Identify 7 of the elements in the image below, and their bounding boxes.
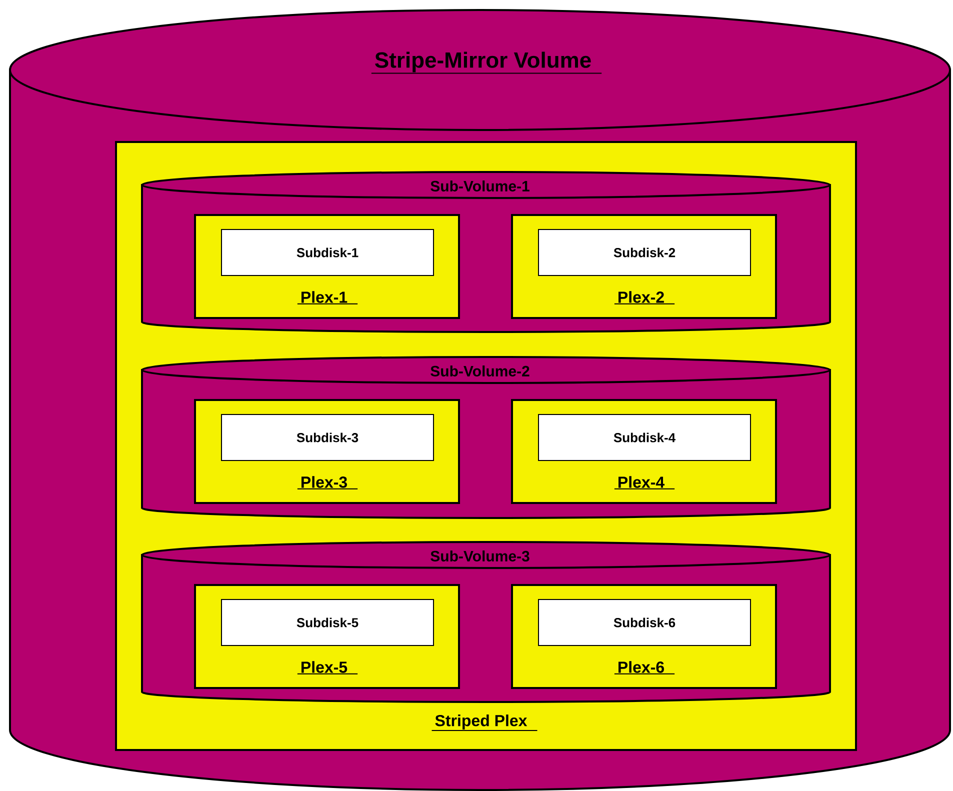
subdisk-box: Subdisk-1 <box>221 228 434 276</box>
subdisk-box: Subdisk-4 <box>538 414 751 461</box>
subdisk-box: Subdisk-5 <box>221 598 434 646</box>
node-label: Stripe-Mirror Volume <box>375 52 591 72</box>
subdisk-box: Subdisk-3 <box>221 414 434 461</box>
subdisk-box: Subdisk-2 <box>538 228 751 276</box>
subdisk-box: Subdisk-6 <box>538 598 751 646</box>
